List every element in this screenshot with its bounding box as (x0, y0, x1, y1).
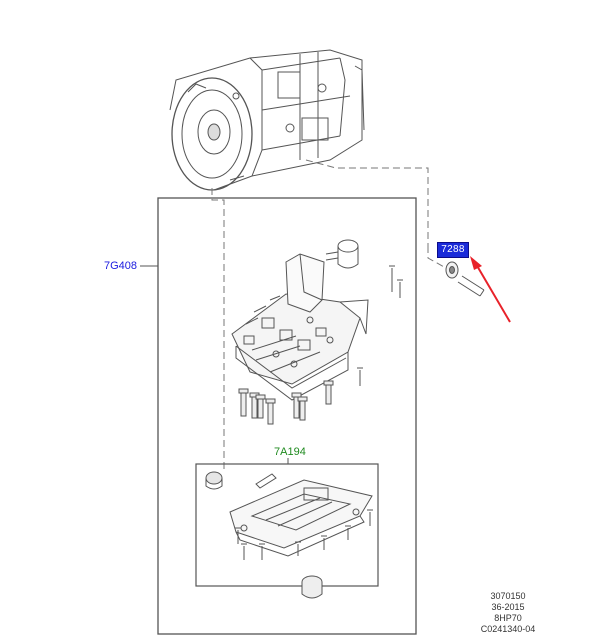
valve-body-frame (157, 197, 417, 635)
reference-code-3: 8HP70 (494, 613, 522, 623)
valve-body-callout[interactable]: 7G408 (104, 260, 138, 272)
red-arrow (470, 256, 511, 323)
valve-body-assembly (231, 239, 403, 401)
oil-pan-callout[interactable]: 7A194 (274, 446, 306, 458)
oil-pan-frame (195, 463, 379, 587)
reference-code-1: 3070150 (490, 591, 526, 601)
bolt-row (238, 380, 334, 425)
dashed-leaders (211, 159, 447, 470)
oil-pan (205, 471, 373, 560)
reference-code-2: 36-2015 (491, 602, 525, 612)
part-7288 (445, 261, 485, 297)
highlighted-part-callout[interactable]: 7288 (437, 242, 469, 258)
transmission-assembly (169, 49, 365, 191)
drain-plug (301, 575, 323, 599)
reference-code-4: C0241340-04 (480, 624, 536, 634)
